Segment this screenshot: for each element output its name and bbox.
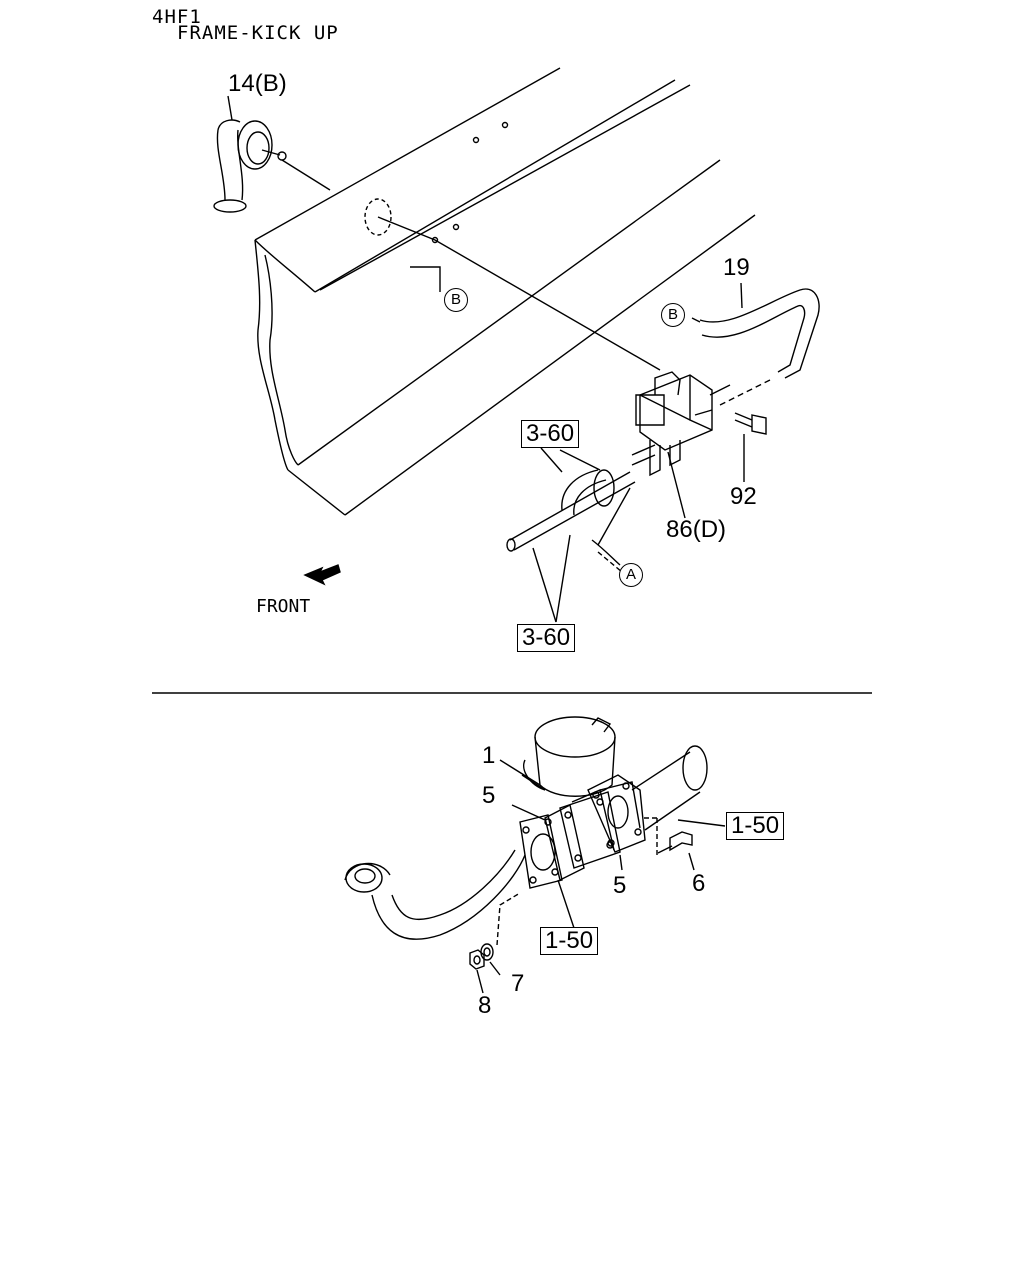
marker-b-upper: B — [661, 303, 685, 327]
flange-left — [520, 815, 562, 888]
part-8-nut — [470, 950, 484, 969]
exhaust-brake-actuator — [522, 717, 615, 796]
section-title: FRAME-KICK UP — [177, 22, 339, 44]
callout-14b: 14(B) — [228, 70, 287, 97]
callout-8: 8 — [478, 992, 492, 1019]
callout-86d: 86(D) — [666, 516, 727, 543]
part-6-bolt — [644, 818, 692, 855]
marker-a: A — [619, 563, 643, 587]
hose-3-60-assembly — [507, 448, 635, 565]
callout-19: 19 — [723, 254, 750, 281]
front-label: FRONT — [256, 596, 311, 617]
outlet-pipe — [632, 746, 707, 830]
ref-box-1-50-bottom: 1-50 — [540, 927, 599, 955]
front-arrow — [305, 565, 340, 584]
model-code: 4HF1 — [152, 6, 202, 28]
callout-92: 92 — [730, 483, 757, 510]
part-92-bolt — [735, 413, 766, 482]
callout-5-lower: 5 — [613, 872, 627, 899]
ref-box-3-60-top: 3-60 — [521, 420, 580, 448]
gasket-and-valve-body — [545, 790, 620, 880]
ref-box-1-50-right: 1-50 — [726, 812, 785, 840]
flange-right — [588, 775, 645, 852]
callout-6: 6 — [692, 870, 706, 897]
part-7-washer — [481, 944, 493, 960]
callout-1: 1 — [482, 742, 496, 769]
marker-b-lower: B — [444, 288, 468, 312]
callout-7: 7 — [511, 970, 525, 997]
exhaust-pipe — [345, 850, 525, 939]
part-14b-grommet — [214, 120, 330, 212]
ref-box-3-60-bottom: 3-60 — [517, 624, 576, 652]
part-19-hose — [692, 283, 819, 378]
frame-rail — [255, 68, 755, 515]
part-86d-vsv — [632, 372, 730, 475]
callout-5-upper: 5 — [482, 782, 496, 809]
